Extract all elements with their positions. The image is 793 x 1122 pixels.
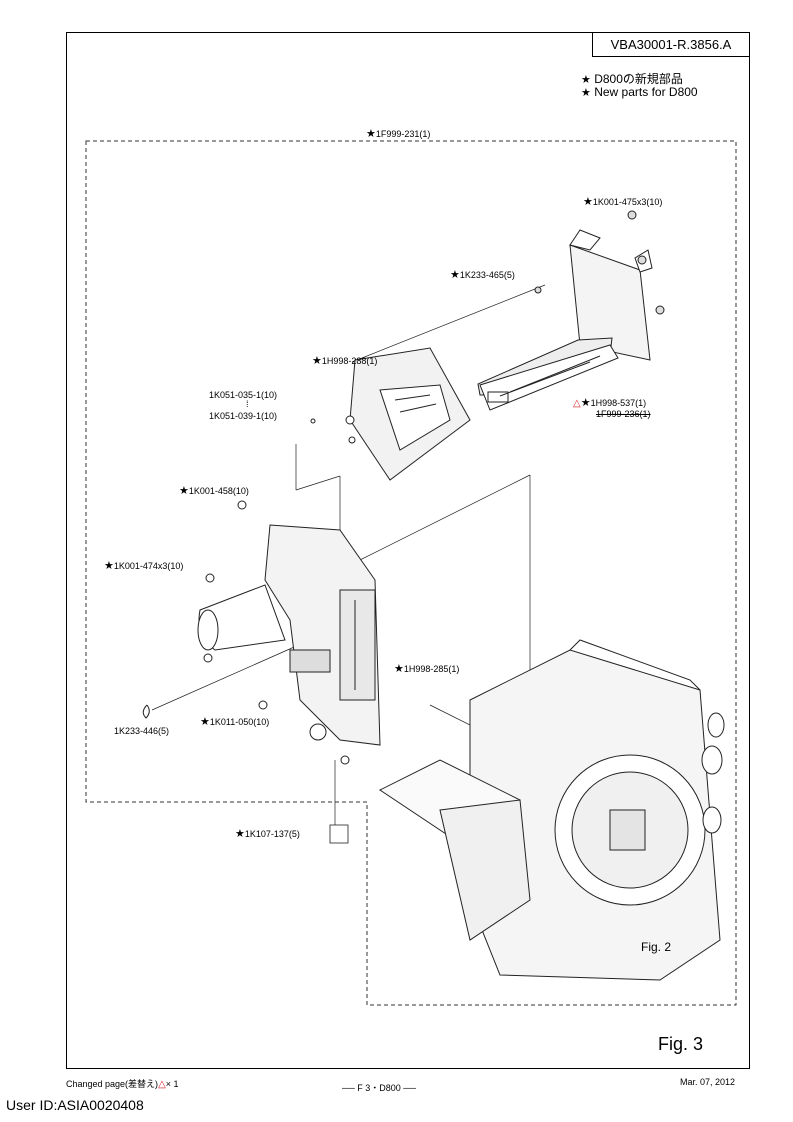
changed-triangle-icon: △ <box>158 1079 166 1090</box>
part-label-pin-from: 1K051-035-1(10) <box>209 390 278 400</box>
part-number: 1K233-465(5) <box>459 270 515 280</box>
star-icon: ★ <box>581 74 591 86</box>
star-icon: ★ <box>235 828 245 840</box>
part-label-pin-separator: ⁞ <box>246 399 249 409</box>
part-label-sheet-137: ★1K107-137(5) <box>235 827 300 840</box>
star-icon: ★ <box>179 485 189 497</box>
revision-date: Mar. 07, 2012 <box>680 1077 736 1087</box>
part-number: 1F999-231(1) <box>375 129 431 139</box>
star-icon: ★ <box>394 663 404 675</box>
page-frame <box>66 32 750 1069</box>
leader-lines <box>151 284 546 830</box>
part-number: 1K107-137(5) <box>244 829 300 839</box>
part-label-mirror-unit: ★1H998-288(1) <box>312 354 377 367</box>
part-label-pin-to: 1K051-039-1(10) <box>209 411 278 421</box>
part-number: 1H998-537(1) <box>590 398 647 408</box>
figure-2-label: Fig. 2 <box>641 940 672 954</box>
mirror-unit <box>310 347 471 481</box>
part-label-spring-446: 1K233-446(5) <box>114 726 170 736</box>
part-number: 1H998-285(1) <box>403 664 460 674</box>
star-icon: ★ <box>366 128 376 140</box>
part-number: 1K011-050(10) <box>209 717 270 727</box>
part-label-spring-top: ★1K233-465(5) <box>450 268 515 281</box>
new-parts-note-en: ★ New parts for D800 <box>581 85 698 99</box>
part-label-screw-top: ★1K001-475x3(10) <box>583 195 662 208</box>
star-icon: ★ <box>312 355 322 367</box>
star-icon: ★ <box>581 87 591 99</box>
screw-icons-top <box>534 210 665 315</box>
part-label-shutter-old: 1F999-236(1) <box>596 409 651 419</box>
changed-count: × 1 <box>165 1079 179 1089</box>
assembly-outline <box>85 140 737 1006</box>
star-icon: ★ <box>583 196 593 208</box>
star-icon: ★ <box>104 560 114 572</box>
figure-3-label: Fig. 3 <box>658 1034 704 1054</box>
shutter-frame <box>477 229 653 411</box>
user-id: User ID:ASIA0020408 <box>6 1097 144 1113</box>
part-number: 1K001-475x3(10) <box>592 197 663 207</box>
part-number: 1K001-474x3(10) <box>113 561 184 571</box>
part-label-drive-unit: ★1H998-285(1) <box>394 662 459 675</box>
note-jp-text: D800の新規部品 <box>594 72 683 86</box>
part-label-shutter-new: △★1H998-537(1) <box>573 396 646 409</box>
star-icon: ★ <box>580 397 591 409</box>
part-number: 1H998-288(1) <box>321 356 378 366</box>
part-label-assembly: ★1F999-231(1) <box>366 127 430 140</box>
drive-unit <box>142 500 381 765</box>
part-label-screw-050: ★1K011-050(10) <box>200 715 269 728</box>
document-id: VBA30001-R.3856.A <box>592 33 749 57</box>
part-label-screw-458: ★1K001-458(10) <box>179 484 249 497</box>
new-parts-note-jp: ★ D800の新規部品 <box>581 70 683 87</box>
star-icon: ★ <box>450 269 460 281</box>
changed-triangle-icon: △ <box>573 398 581 409</box>
mirror-box-body <box>379 639 725 981</box>
changed-page-note: Changed page(差替え)△× 1 <box>66 1077 179 1090</box>
star-icon: ★ <box>200 716 210 728</box>
page-number: ── F 3・D800 ── <box>342 1083 417 1093</box>
changed-page-text: Changed page(差替え) <box>66 1079 159 1089</box>
sheet-part <box>329 824 349 844</box>
note-en-text: New parts for D800 <box>594 85 698 99</box>
part-label-screw-474: ★1K001-474x3(10) <box>104 559 183 572</box>
part-number: 1K001-458(10) <box>188 486 249 496</box>
